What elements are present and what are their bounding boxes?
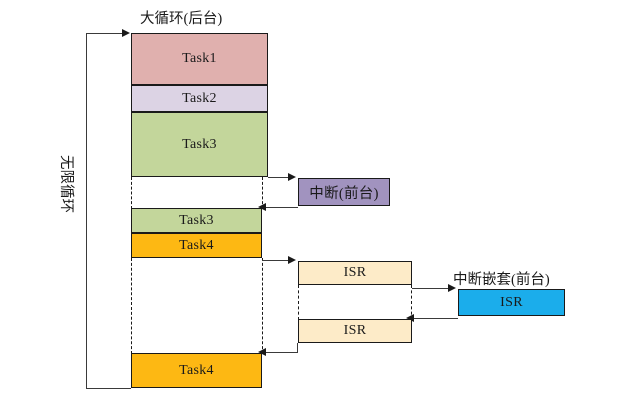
loop-arrow-head-icon bbox=[122, 28, 130, 37]
block-isr-nested-label: ISR bbox=[500, 294, 523, 310]
block-isr-first-label: ISR bbox=[343, 265, 367, 280]
arrow-line-from-interrupt bbox=[266, 207, 298, 208]
block-task1: Task1 bbox=[131, 33, 268, 85]
block-isr-second-label: ISR bbox=[343, 323, 367, 338]
block-task4-last: Task4 bbox=[131, 353, 262, 388]
block-isr-second: ISR bbox=[298, 319, 412, 343]
loop-bracket-spine bbox=[86, 33, 87, 389]
block-interrupt-label: 中断(前台) bbox=[309, 185, 379, 202]
arrow-head-to-interrupt-icon bbox=[288, 172, 296, 181]
block-task3-small: Task3 bbox=[131, 208, 262, 233]
main-loop-title: 大循环(后台) bbox=[140, 11, 223, 27]
isr-gap-dash-right bbox=[411, 285, 412, 320]
block-task2: Task2 bbox=[131, 85, 268, 112]
block-task1-label: Task1 bbox=[182, 51, 217, 66]
loop-bracket-top-arm bbox=[86, 33, 124, 34]
nested-interrupt-title: 中断嵌套(前台) bbox=[453, 272, 550, 288]
arrow-drop-from-isr-second bbox=[297, 343, 298, 353]
timeline-dash-right-upper bbox=[262, 177, 263, 209]
arrow-line-to-isr-first bbox=[262, 260, 290, 261]
arrow-head-to-isr-first-icon bbox=[288, 255, 296, 264]
block-task3-big-label: Task3 bbox=[182, 136, 217, 152]
block-task3-small-label: Task3 bbox=[179, 212, 214, 228]
block-task4-last-label: Task4 bbox=[179, 362, 214, 378]
block-task4-first: Task4 bbox=[131, 233, 262, 258]
arrow-head-from-interrupt-icon bbox=[258, 202, 266, 211]
block-interrupt: 中断(前台) bbox=[298, 178, 390, 206]
block-task3-big: Task3 bbox=[131, 112, 268, 177]
isr-gap-dash-left bbox=[298, 285, 299, 320]
arrow-line-from-isr-nested bbox=[414, 318, 458, 319]
arrow-line-to-isr-nested bbox=[412, 288, 450, 289]
block-isr-first: ISR bbox=[298, 261, 412, 285]
arrow-line-to-interrupt bbox=[268, 177, 290, 178]
timeline-dash-left-upper bbox=[131, 177, 132, 209]
arrow-line-from-isr-second bbox=[266, 352, 298, 353]
arrow-head-to-isr-nested-icon bbox=[448, 283, 456, 292]
block-task2-label: Task2 bbox=[182, 90, 217, 106]
timeline-dash-left-lower bbox=[131, 258, 132, 354]
bottom-caption bbox=[215, 399, 218, 405]
infinite-loop-label: 无限循环 bbox=[58, 155, 74, 213]
block-task4-first-label: Task4 bbox=[179, 237, 214, 253]
block-isr-nested: ISR bbox=[458, 289, 565, 316]
arrow-head-from-isr-second-icon bbox=[258, 347, 266, 356]
timeline-dash-right-lower bbox=[262, 258, 263, 354]
arrow-head-from-isr-nested-icon bbox=[406, 313, 414, 322]
loop-bracket-bottom-arm bbox=[86, 388, 131, 389]
